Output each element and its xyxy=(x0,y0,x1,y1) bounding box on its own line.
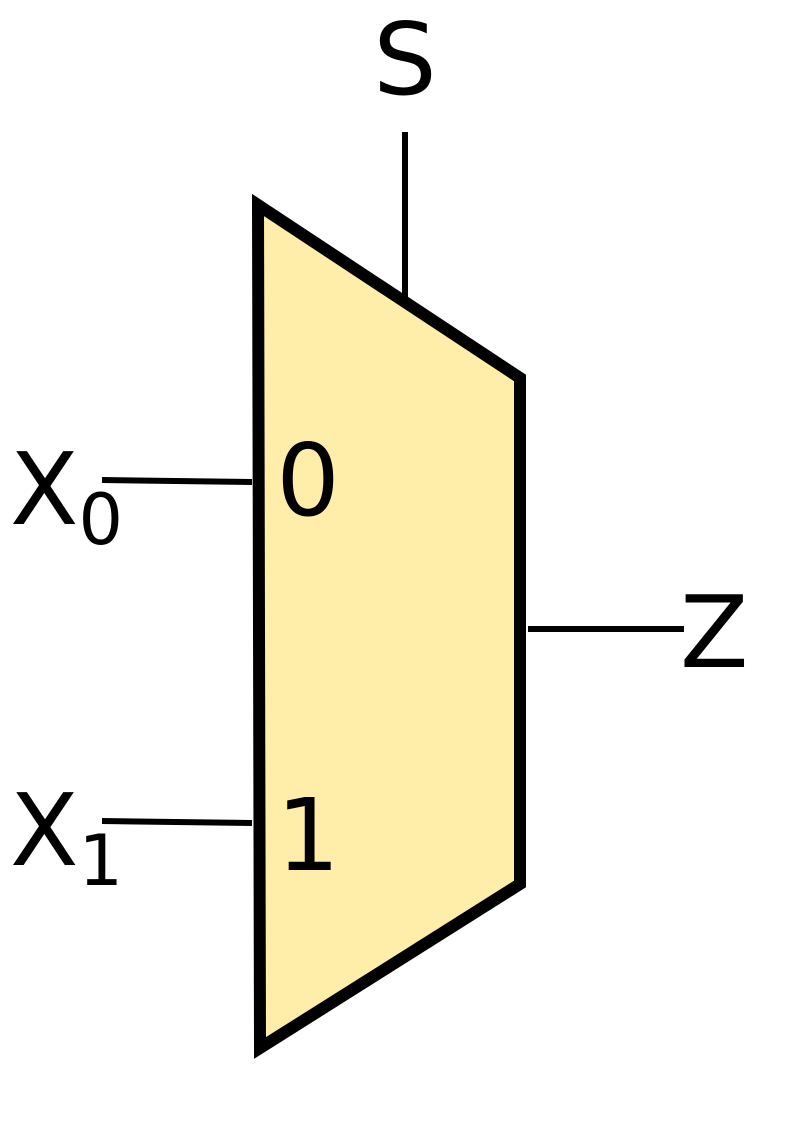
mux-body xyxy=(251,193,526,1059)
output-label: Z xyxy=(680,574,749,691)
input-1-name: X xyxy=(10,772,79,889)
input-1-wire xyxy=(101,818,253,826)
input-1-port-label: 1 xyxy=(276,777,340,894)
input-0-wire xyxy=(101,477,253,485)
input-1-label: X1 xyxy=(10,772,123,902)
input-0-label: X0 xyxy=(10,431,123,561)
input-0-subscript: 0 xyxy=(79,479,124,561)
select-label: S xyxy=(373,1,436,118)
input-1-subscript: 1 xyxy=(79,820,124,902)
input-0-name: X xyxy=(10,431,79,548)
input-0-port-label: 0 xyxy=(276,422,340,539)
